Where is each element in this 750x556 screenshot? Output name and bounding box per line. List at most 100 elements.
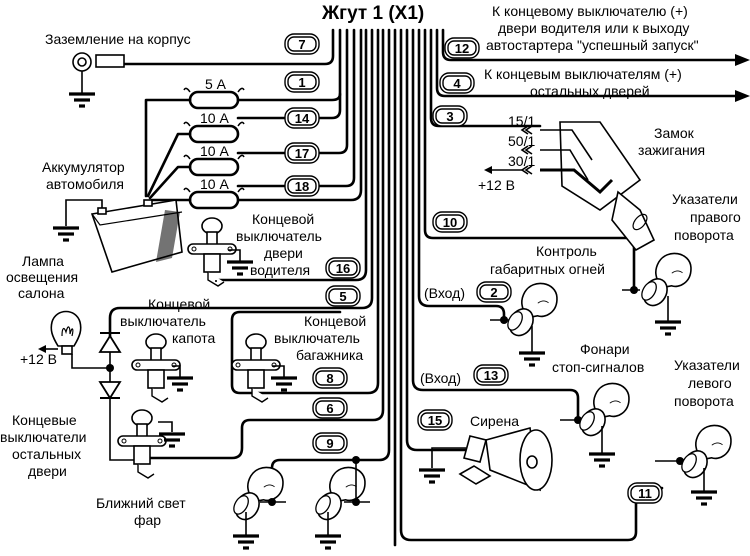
trunk-switch-icon	[231, 333, 299, 403]
hood-label-line1: Концевой	[148, 296, 210, 312]
arrow12-label-line2: двери водителя или к выходу	[498, 20, 689, 36]
arrow-4-icon	[735, 90, 750, 102]
other-doors-label-line1: Концевые	[12, 412, 77, 428]
parking-lamp-icon	[490, 277, 563, 367]
wire-8	[230, 28, 380, 395]
fuse-18-rating: 10 А	[200, 176, 229, 192]
wire-1	[236, 28, 342, 120]
pin-17: 17	[295, 146, 309, 161]
arrow12-label-line3: автостартера "успешный запуск"	[486, 37, 699, 53]
fuse-14-rating: 10 А	[200, 110, 229, 126]
left-turn-label-line2: левого	[688, 375, 732, 391]
ground-label: Заземление на корпус	[45, 31, 191, 47]
parking-label-line1: Контроль	[536, 243, 597, 259]
left-turn-lamp-icon	[655, 419, 737, 506]
wire-16	[214, 28, 368, 282]
right-turn-label-line2: правого	[690, 209, 741, 225]
pin-14: 14	[295, 111, 310, 126]
wire-2	[417, 28, 506, 322]
fuse-17-rating: 10 А	[200, 143, 229, 159]
other-doors-label-line2: выключатели	[0, 429, 86, 445]
ign-plus12-label: +12 В	[478, 177, 515, 193]
arrow-12-icon	[735, 54, 750, 66]
lamp-plus12-label: +12 В	[20, 351, 57, 367]
driver-door-label-line4: водителя	[250, 262, 310, 278]
ground-icon	[67, 92, 97, 108]
hood-label-line3: капота	[172, 330, 216, 346]
wire-17	[236, 28, 356, 188]
hood-label-line2: выключатель	[120, 313, 206, 329]
brake-vhod: (Вход)	[420, 370, 461, 386]
wire-7	[123, 28, 335, 66]
ignition-label-line2: зажигания	[638, 142, 705, 158]
arrow4-label-line2: остальных дверей	[530, 83, 650, 99]
ign-pin-30: 30/1	[508, 153, 535, 169]
wire-18	[236, 28, 363, 202]
harness-bundle	[108, 28, 737, 547]
wire-4	[435, 28, 737, 98]
wire-14	[236, 28, 349, 155]
arrow12-label-line1: К концевому выключателю (+)	[492, 3, 688, 19]
pin-12: 12	[455, 41, 469, 56]
driver-door-label-line2: выключатель	[236, 228, 322, 244]
interior-lamp-icon	[38, 310, 114, 372]
wire-6	[148, 28, 385, 460]
pin-2: 2	[490, 285, 497, 300]
headlights-label-line1: Ближний свет	[96, 495, 186, 511]
brake-label-line1: Фонари	[580, 341, 630, 357]
lamp-label-line2: освещения	[6, 269, 78, 285]
wire-13	[411, 28, 580, 420]
pin-1: 1	[298, 75, 305, 90]
pin-8: 8	[326, 371, 333, 386]
trunk-label-line3: багажника	[296, 347, 363, 363]
wire-9	[270, 28, 391, 496]
driver-door-label-line3: двери	[264, 245, 303, 261]
pin-15: 15	[428, 413, 442, 428]
wire-12	[441, 28, 737, 62]
pin-11: 11	[638, 486, 652, 501]
battery-icon	[51, 199, 183, 273]
trunk-label-line1: Концевой	[304, 313, 366, 329]
parking-vhod: (Вход)	[424, 285, 465, 301]
arrow4-label-line1: К концевым выключателям (+)	[484, 66, 682, 82]
other-doors-label-line4: двери	[28, 463, 67, 479]
pin-18: 18	[295, 179, 309, 194]
pin-4: 4	[453, 76, 461, 91]
lamp-label-line1: Лампа	[22, 253, 64, 269]
battery-label-line1: Аккумулятор	[42, 159, 125, 175]
wire-11	[399, 28, 664, 542]
other-doors-label-line3: остальных	[12, 446, 81, 462]
driver-door-switch-icon	[187, 217, 255, 287]
lamp-label-line3: салона	[18, 285, 65, 301]
driver-door-label-line1: Концевой	[252, 211, 314, 227]
headlights-label-line2: фар	[134, 512, 161, 528]
fuse-1-rating: 5 А	[205, 76, 227, 92]
pin-6: 6	[326, 401, 333, 416]
fuses	[144, 87, 342, 210]
pin-13: 13	[484, 368, 498, 383]
ignition-switch-icon	[484, 121, 656, 252]
ign-pin-15: 15/1	[508, 113, 535, 129]
pin-10: 10	[443, 215, 457, 230]
wire-15	[405, 28, 472, 452]
right-turn-label-line1: Указатели	[672, 191, 738, 207]
pin-9: 9	[326, 436, 333, 451]
harness-title: Жгут 1 (X1)	[321, 3, 424, 24]
pin-7: 7	[298, 37, 305, 52]
pin-tags: 7 1 14 17 18 12 4 3 10 2 13 15 11 16 5 8…	[284, 33, 663, 504]
brake-label-line2: стоп-сигналов	[552, 359, 644, 375]
battery-label-line2: автомобиля	[46, 176, 124, 192]
brake-lamp-icon	[560, 377, 635, 468]
left-turn-label-line1: Указатели	[674, 357, 740, 373]
left-turn-label-line3: поворота	[674, 393, 734, 409]
diode-icons	[98, 332, 140, 461]
wire-5	[108, 28, 374, 342]
other-doors-switch-icon	[117, 409, 187, 479]
siren-label: Сирена	[470, 413, 519, 429]
headlight-lamps-icon	[229, 456, 371, 550]
ignition-label-line1: Замок	[654, 125, 695, 141]
hood-switch-icon	[131, 333, 195, 403]
pin-16: 16	[336, 261, 350, 276]
right-turn-label-line3: поворота	[674, 227, 734, 243]
